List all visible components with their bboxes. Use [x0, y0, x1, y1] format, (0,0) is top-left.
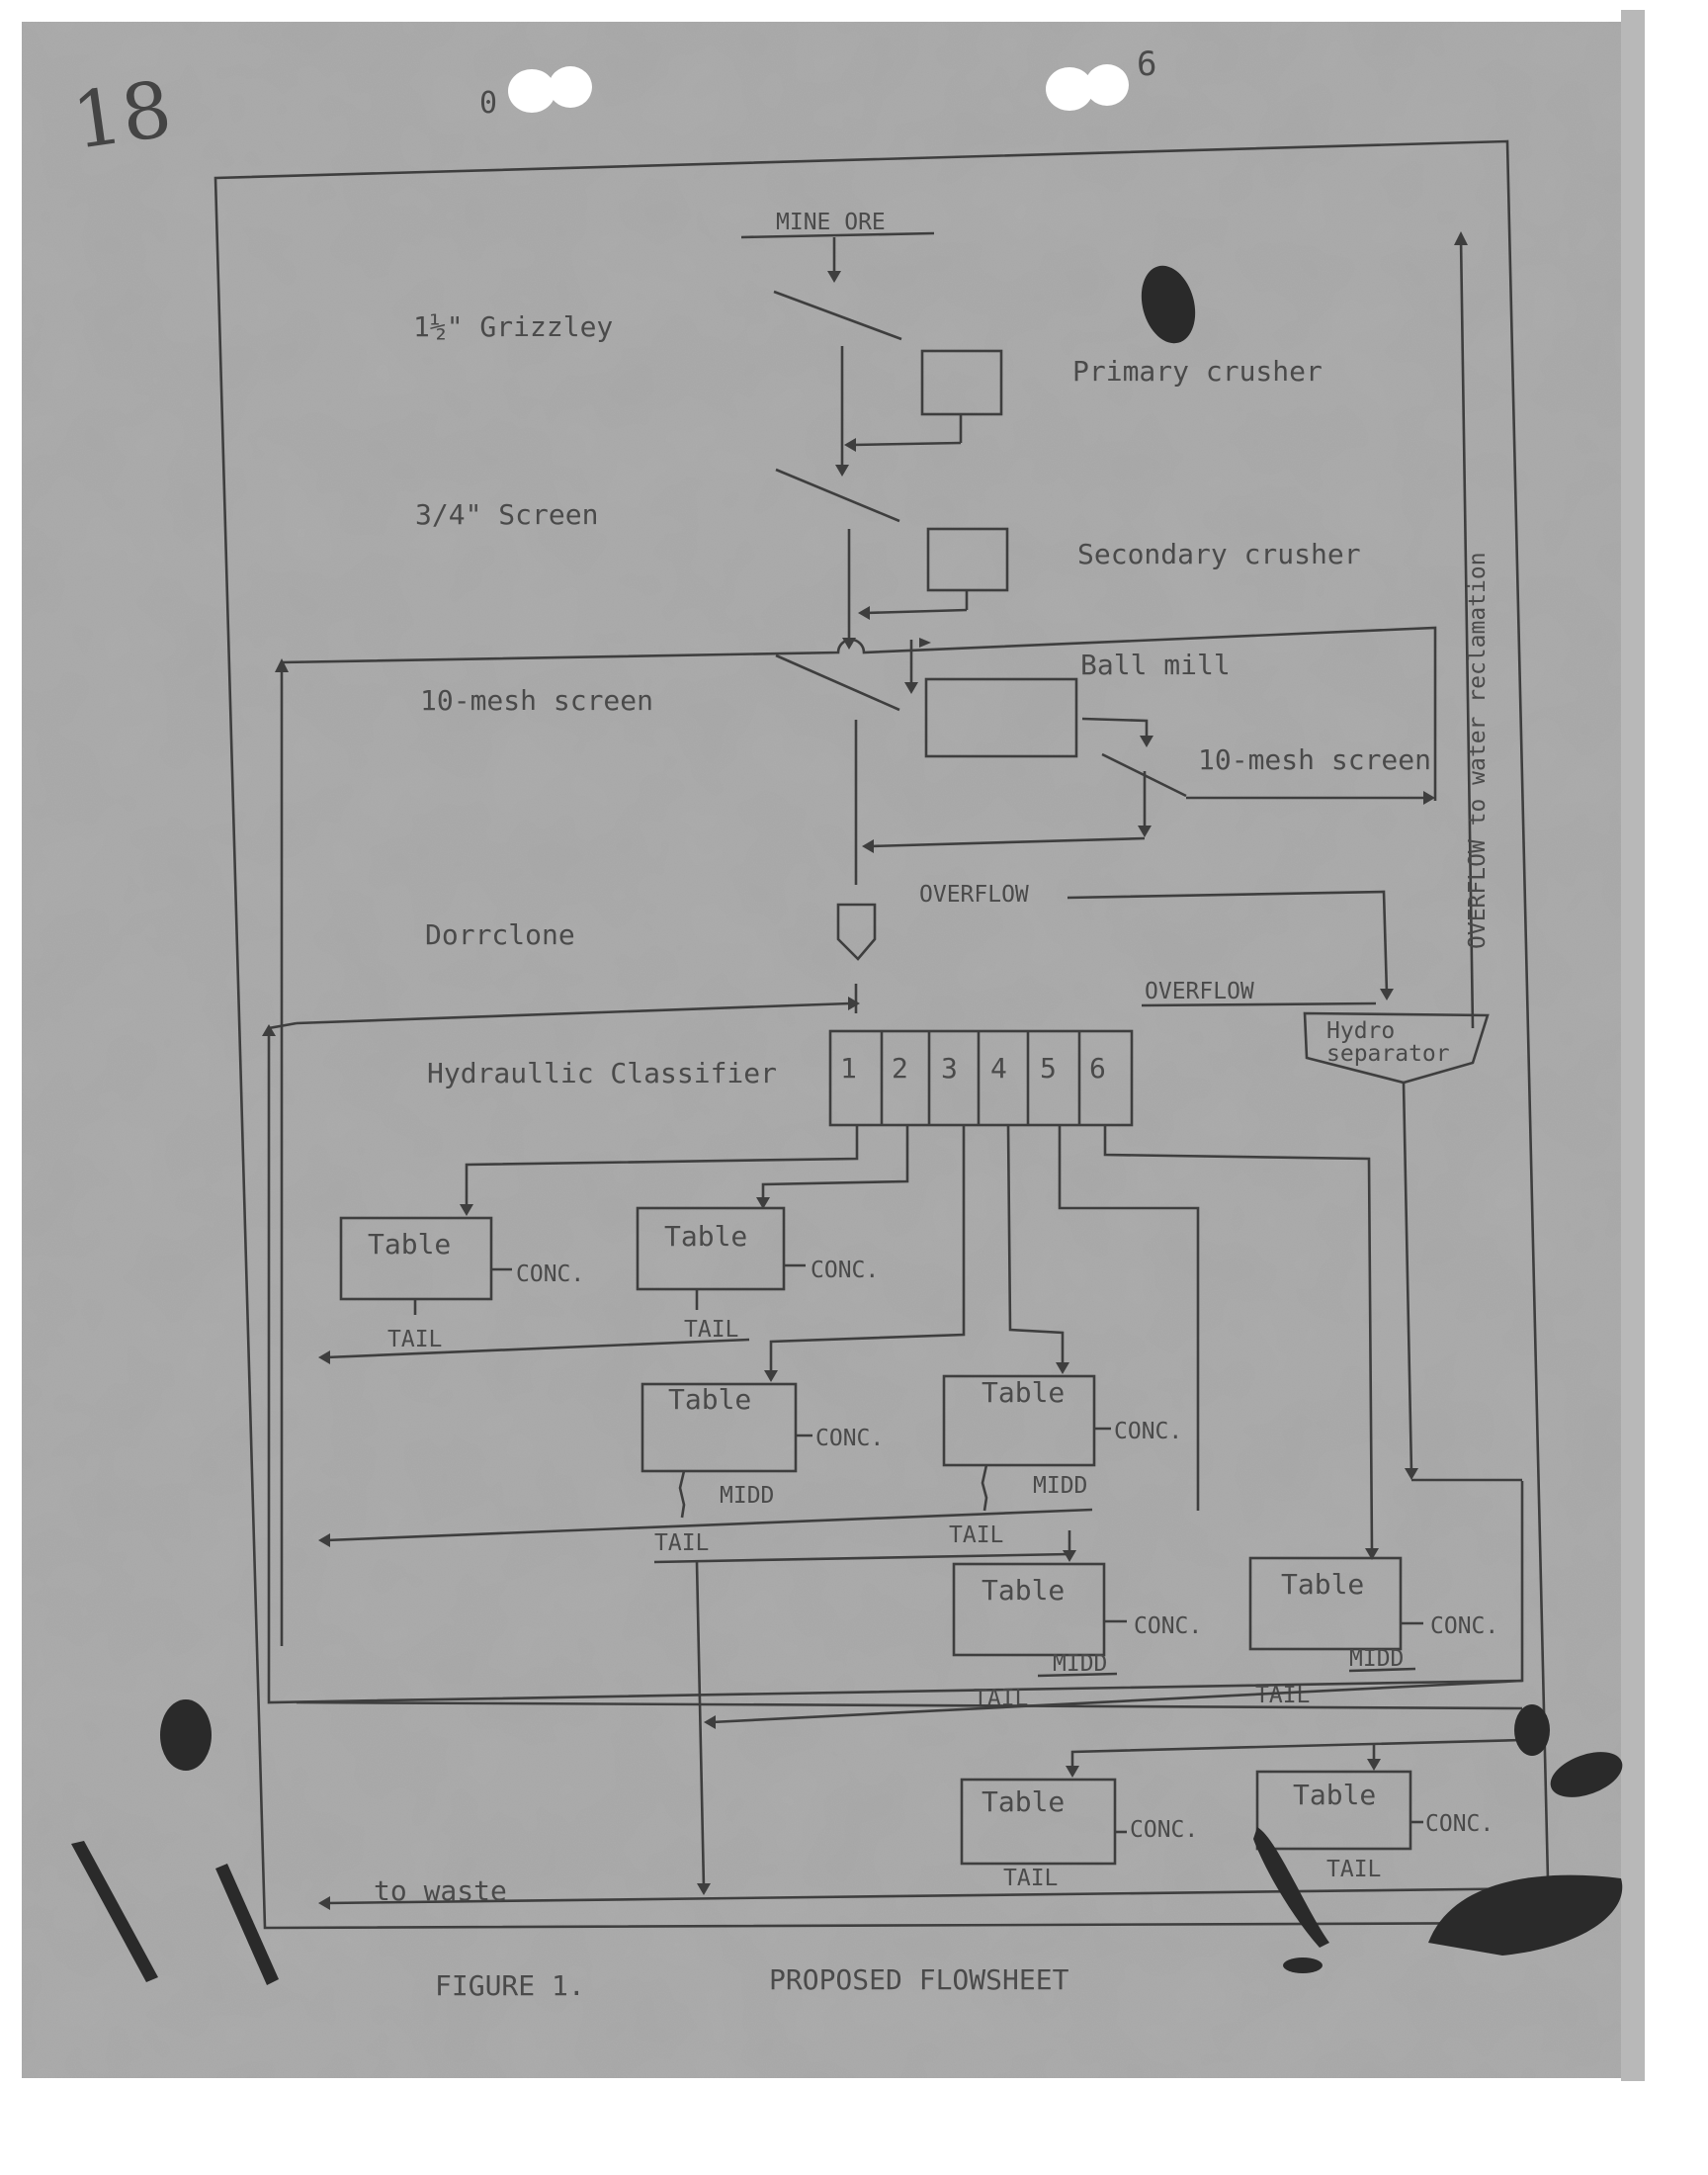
screen-34-deck: [775, 468, 900, 523]
tail-label: TAIL: [949, 1522, 1003, 1548]
primary-crusher-label: Primary crusher: [1072, 355, 1323, 388]
table-label: Table: [982, 1376, 1065, 1409]
tail-label: TAIL: [1003, 1866, 1058, 1891]
midd-label: MIDD: [1053, 1651, 1107, 1677]
waste-downcomer: [695, 1561, 706, 1889]
midd-return-lower: [296, 1700, 1523, 1710]
recycle-loop-top: [280, 626, 1437, 1646]
mesh-screen-1-label: 10-mesh screen: [420, 684, 653, 717]
mesh-screen-1-deck: [775, 653, 900, 712]
grizzley-deck: [773, 290, 902, 341]
water-reclamation-label: OVERFLOW to water reclamation: [1465, 552, 1491, 949]
page-number: 18: [67, 65, 177, 167]
dorrclone-vessel: [836, 903, 877, 961]
document-code-right: 6: [1137, 44, 1156, 84]
conc-label: CONC.: [811, 1258, 879, 1283]
conc-label: CONC.: [1130, 1817, 1198, 1843]
mesh-screen-2-label: 10-mesh screen: [1198, 743, 1431, 776]
classifier-cell-1: 1: [840, 1052, 857, 1085]
classifier-label: Hydraullic Classifier: [427, 1057, 777, 1089]
midd-label: MIDD: [720, 1483, 774, 1509]
ink-stains: [71, 265, 1623, 1985]
waste-label: to waste: [374, 1874, 507, 1907]
ball-mill-label: Ball mill: [1080, 649, 1231, 681]
tail-label: TAIL: [387, 1327, 442, 1352]
table-unit: [636, 1206, 786, 1291]
table-label: Table: [368, 1228, 451, 1261]
conc-label: CONC.: [815, 1426, 884, 1451]
conc-label: CONC.: [1134, 1613, 1202, 1639]
conc-label: CONC.: [1425, 1811, 1494, 1837]
classifier-cell-3: 3: [941, 1052, 958, 1085]
table-unit: [960, 1778, 1117, 1866]
dorrclone-return: [296, 1001, 851, 1025]
table-label: Table: [1281, 1568, 1364, 1601]
overflow-label-1: OVERFLOW: [919, 882, 1029, 908]
table-label: Table: [1293, 1779, 1376, 1811]
tail-label: TAIL: [1255, 1683, 1310, 1708]
feed-label: MINE ORE: [776, 210, 886, 235]
table-label: Table: [664, 1220, 747, 1253]
conc-label: CONC.: [1114, 1419, 1182, 1444]
classifier-cell-6: 6: [1089, 1052, 1106, 1085]
table-unit: [1248, 1556, 1403, 1651]
hydro-separator-line2: separator: [1326, 1041, 1450, 1067]
table-label: Table: [668, 1383, 751, 1416]
classifier-cell-5: 5: [1040, 1052, 1057, 1085]
conc-label: CONC.: [516, 1262, 584, 1287]
midd-return: [325, 1508, 1093, 1542]
classifier-cell-2: 2: [892, 1052, 908, 1085]
hydro-separator: [1303, 1011, 1490, 1085]
secondary-crusher-label: Secondary crusher: [1077, 538, 1361, 570]
document-code-left: 0: [479, 86, 497, 121]
ball-mill-box: [924, 677, 1078, 758]
midd-label: MIDD: [1033, 1473, 1087, 1499]
classifier-cell-4: 4: [990, 1052, 1007, 1085]
figure-title: PROPOSED FLOWSHEET: [769, 1963, 1069, 1996]
hydraulic-classifier: [828, 1029, 1134, 1127]
table-unit: [640, 1382, 798, 1473]
punch-holes: [508, 64, 1129, 113]
classifier-cells: 1 2 3 4 5 6: [840, 1031, 1106, 1125]
tail-return-row1: [325, 1338, 750, 1359]
hydro-separator-line1: Hydro: [1326, 1018, 1395, 1044]
tail-collector: [653, 1552, 1070, 1564]
figure-number: FIGURE 1.: [435, 1969, 585, 2002]
recycle-loop-outer: [267, 1021, 1524, 1704]
tail-label: TAIL: [684, 1317, 738, 1343]
screen-34-label: 3/4" Screen: [415, 498, 598, 531]
table-label: Table: [982, 1574, 1065, 1607]
midd-label: MIDD: [1349, 1646, 1404, 1672]
table-unit: [1255, 1770, 1412, 1851]
row3-midd-collector: [711, 1679, 1523, 1724]
grizzley-label: 1½" Grizzley: [413, 310, 613, 343]
conc-label: CONC.: [1430, 1613, 1498, 1639]
table-unit: [952, 1562, 1106, 1657]
tail-label: TAIL: [1326, 1857, 1381, 1882]
tail-label: TAIL: [654, 1530, 709, 1556]
dorrclone-label: Dorrclone: [425, 918, 575, 951]
mine-ore-underline: [740, 231, 935, 239]
waste-line: [325, 1886, 1550, 1905]
overflow-label-2: OVERFLOW: [1145, 979, 1254, 1004]
table-unit: [942, 1374, 1096, 1467]
table-label: Table: [982, 1785, 1065, 1818]
